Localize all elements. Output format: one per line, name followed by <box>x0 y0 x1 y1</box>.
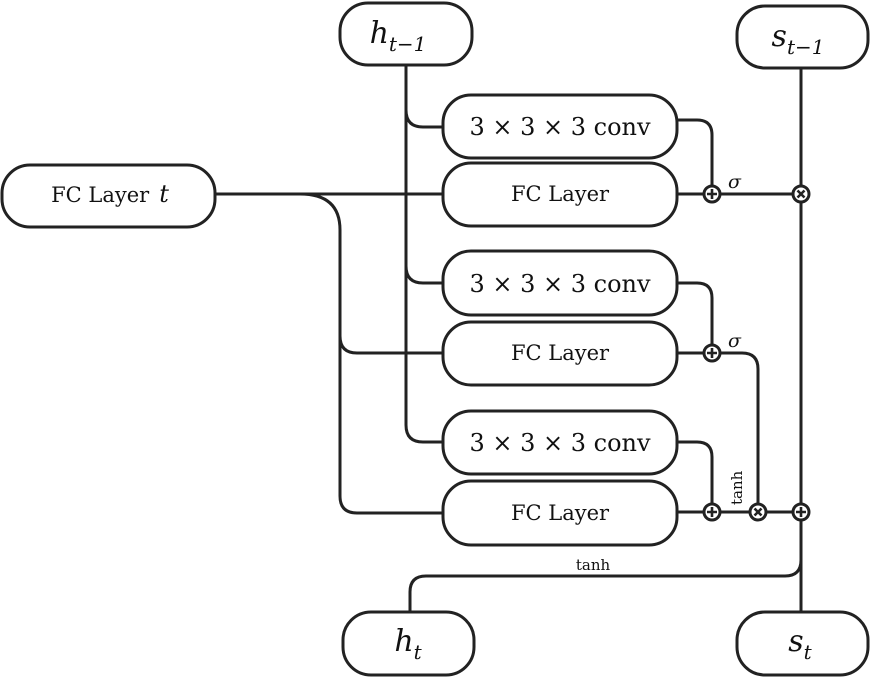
fc-block-3: FC Layer <box>441 479 679 547</box>
tanh-label-2: tanh <box>576 556 611 574</box>
plus-op-3 <box>702 502 722 522</box>
conv2-out <box>677 281 714 345</box>
svg-text:FC Layer: FC Layer <box>511 182 610 206</box>
conv-block-3: 3 × 3 × 3 conv <box>441 409 679 476</box>
sigma-label-1: σ <box>728 171 742 193</box>
conv-block-2: 3 × 3 × 3 conv <box>441 249 679 317</box>
gate2-out <box>720 351 760 504</box>
conv1-out <box>677 118 714 186</box>
svg-text:st−1: st−1 <box>772 19 825 59</box>
fc-block-2: FC Layer <box>441 320 679 387</box>
fc-input-to-fc2 <box>299 192 443 355</box>
times-op-2 <box>748 502 768 522</box>
conv3-out <box>677 440 714 504</box>
plus-op-4 <box>791 502 811 522</box>
s-to-h-out <box>408 545 803 612</box>
svg-text:3 × 3 × 3 conv: 3 × 3 × 3 conv <box>469 270 651 298</box>
fc-input-to-fc3 <box>338 336 443 515</box>
h-t-node: ht <box>341 610 476 677</box>
conv-block-1: 3 × 3 × 3 conv <box>441 93 679 160</box>
svg-text:st: st <box>788 624 812 664</box>
plus-op-2 <box>702 343 722 363</box>
svg-text:3 × 3 × 3 conv: 3 × 3 × 3 conv <box>469 113 651 141</box>
h-prev-trunk <box>404 65 443 444</box>
h-prev-to-conv2 <box>404 265 443 285</box>
svg-text:ht−1: ht−1 <box>370 16 427 56</box>
h-prev-node: ht−1 <box>338 1 474 67</box>
svg-text:3 × 3 × 3 conv: 3 × 3 × 3 conv <box>469 429 651 457</box>
tanh-label-1: tanh <box>728 470 746 505</box>
plus-op-1 <box>702 184 722 204</box>
connections <box>215 65 803 612</box>
svg-text:FC Layer: FC Layer <box>511 501 610 525</box>
svg-text:ht: ht <box>394 624 422 664</box>
svg-text:FC Layer: FC Layer <box>511 341 610 365</box>
fc-block-1: FC Layer <box>441 161 679 228</box>
s-t-node: st <box>735 610 870 677</box>
sigma-label-2: σ <box>728 330 742 352</box>
h-prev-to-conv1 <box>404 109 443 129</box>
s-prev-node: st−1 <box>735 4 870 70</box>
times-op-1 <box>791 184 811 204</box>
